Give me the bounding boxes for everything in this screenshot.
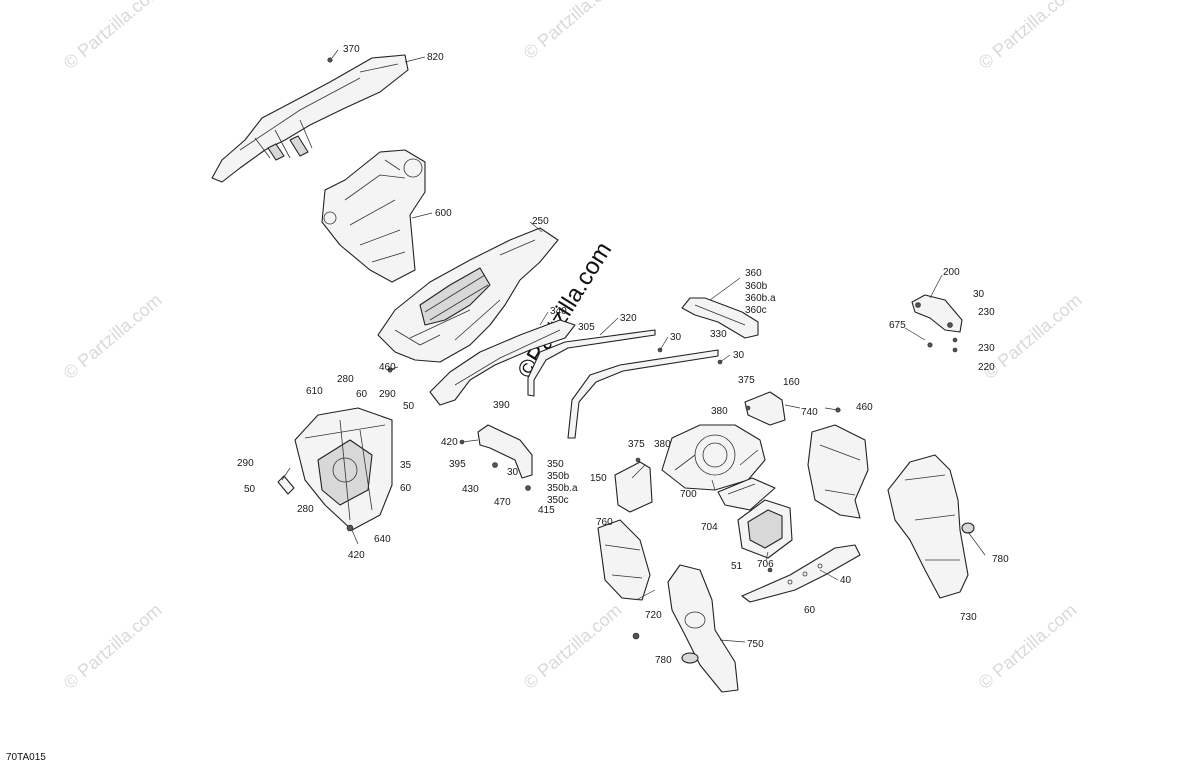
- part-40-cross-bar: [741, 544, 861, 603]
- callout-label[interactable]: 375: [628, 439, 645, 450]
- callout-label[interactable]: 380: [711, 406, 728, 417]
- callout-label[interactable]: 60: [400, 483, 412, 494]
- watermark: © Partzilla.com: [980, 290, 1086, 383]
- callout-label[interactable]: 250: [532, 216, 549, 227]
- callout-label[interactable]: 30: [670, 332, 682, 343]
- callout-label[interactable]: 460: [856, 402, 873, 413]
- callout-label[interactable]: 330: [710, 329, 727, 340]
- watermark: © Partzilla.com: [60, 600, 166, 693]
- part-330-tube: [567, 349, 719, 439]
- callout-label[interactable]: 60: [804, 605, 816, 616]
- callout-label[interactable]: 350c: [547, 495, 569, 506]
- watermark: © Partzilla.com: [60, 290, 166, 383]
- callout-label[interactable]: 360b.a: [745, 293, 776, 304]
- callout-label[interactable]: 30: [507, 467, 519, 478]
- callout-label[interactable]: 390: [493, 400, 510, 411]
- callout-label[interactable]: 675: [889, 320, 906, 331]
- part-160-cover: [744, 391, 786, 426]
- callout-label[interactable]: 704: [701, 522, 718, 533]
- part-704-gauge-plate: [717, 477, 776, 511]
- callout-label[interactable]: 350b.a: [547, 483, 578, 494]
- watermark: © Partzilla.com: [520, 600, 626, 693]
- callout-label[interactable]: 780: [992, 554, 1009, 565]
- callout-label[interactable]: 420: [348, 550, 365, 561]
- callout-label[interactable]: 290: [379, 389, 396, 400]
- callout-label[interactable]: 780: [655, 655, 672, 666]
- part-700-gauge-housing: [661, 424, 766, 491]
- leader-lines: [281, 49, 986, 643]
- callout-label[interactable]: 200: [943, 267, 960, 278]
- callout-label[interactable]: 40: [840, 575, 852, 586]
- part-360-bracket: [681, 297, 759, 339]
- callout-label[interactable]: 380: [654, 439, 671, 450]
- part-820-cross-beam: [211, 54, 409, 183]
- callout-label[interactable]: 30: [733, 350, 745, 361]
- callout-label[interactable]: 430: [462, 484, 479, 495]
- callout-label[interactable]: 320: [620, 313, 637, 324]
- callout-label[interactable]: 610: [306, 386, 323, 397]
- part-730-trim: [887, 454, 975, 599]
- part-740-side-panel: [807, 424, 869, 519]
- callout-label[interactable]: 290: [237, 458, 254, 469]
- callout-label[interactable]: 375: [738, 375, 755, 386]
- callout-label[interactable]: 150: [590, 473, 607, 484]
- callout-labels: 370 820 600 250 340 305 320 30 330 30 36…: [237, 44, 1009, 666]
- callout-label[interactable]: 415: [538, 505, 555, 516]
- part-200-bracket: [911, 294, 963, 333]
- callout-label[interactable]: 470: [494, 497, 511, 508]
- part-780-cap: [681, 652, 699, 664]
- callout-label[interactable]: 220: [978, 362, 995, 373]
- callout-label[interactable]: 600: [435, 208, 452, 219]
- callout-label[interactable]: 750: [747, 639, 764, 650]
- callout-label[interactable]: 395: [449, 459, 466, 470]
- callout-label[interactable]: 50: [244, 484, 256, 495]
- callout-label[interactable]: 640: [374, 534, 391, 545]
- watermark: © Partzilla.com: [975, 0, 1081, 73]
- callout-label[interactable]: 360b: [745, 281, 768, 292]
- callout-label[interactable]: 230: [978, 307, 995, 318]
- callout-label[interactable]: 820: [427, 52, 444, 63]
- callout-label[interactable]: 60: [356, 389, 368, 400]
- callout-label[interactable]: 350: [547, 459, 564, 470]
- part-150-panel: [614, 461, 653, 513]
- callout-label[interactable]: 706: [757, 559, 774, 570]
- callout-label[interactable]: 360c: [745, 305, 767, 316]
- callout-label[interactable]: 35: [400, 460, 412, 471]
- callout-label[interactable]: 740: [801, 407, 818, 418]
- callout-label[interactable]: 360: [745, 268, 762, 279]
- callout-label[interactable]: 350b: [547, 471, 570, 482]
- callout-label[interactable]: 730: [960, 612, 977, 623]
- part-350-bracket: [477, 424, 533, 491]
- watermark: © Partzilla.com: [60, 0, 166, 73]
- callout-label[interactable]: 370: [343, 44, 360, 55]
- part-340-support-beam: [429, 319, 576, 406]
- callout-label[interactable]: 30: [973, 289, 985, 300]
- callout-label[interactable]: 51: [731, 561, 743, 572]
- part-250-dash-frame: [377, 227, 559, 363]
- callout-label[interactable]: 720: [645, 610, 662, 621]
- callout-label[interactable]: 50: [403, 401, 415, 412]
- callout-label[interactable]: 280: [337, 374, 354, 385]
- part-760-lower-trim: [597, 519, 651, 601]
- diagram-code: 70TA015: [6, 752, 46, 763]
- callout-label[interactable]: 420: [441, 437, 458, 448]
- callout-label[interactable]: 700: [680, 489, 697, 500]
- part-320-tube: [527, 329, 656, 397]
- callout-label[interactable]: 160: [783, 377, 800, 388]
- part-600-console-bracket: [321, 149, 426, 283]
- part-706-display: [737, 499, 793, 559]
- callout-label[interactable]: 340: [550, 306, 567, 317]
- watermark: © Partzilla.com: [975, 600, 1081, 693]
- part-750-lower-panel: [667, 564, 739, 693]
- watermark: © Partzilla.com: [520, 0, 626, 63]
- callout-label[interactable]: 305: [578, 322, 595, 333]
- callout-label[interactable]: 760: [596, 517, 613, 528]
- callout-label[interactable]: 460: [379, 362, 396, 373]
- part-280-column-support: [294, 407, 393, 532]
- part-290-small-bracket: [277, 475, 295, 495]
- callout-label[interactable]: 280: [297, 504, 314, 515]
- callout-label[interactable]: 230: [978, 343, 995, 354]
